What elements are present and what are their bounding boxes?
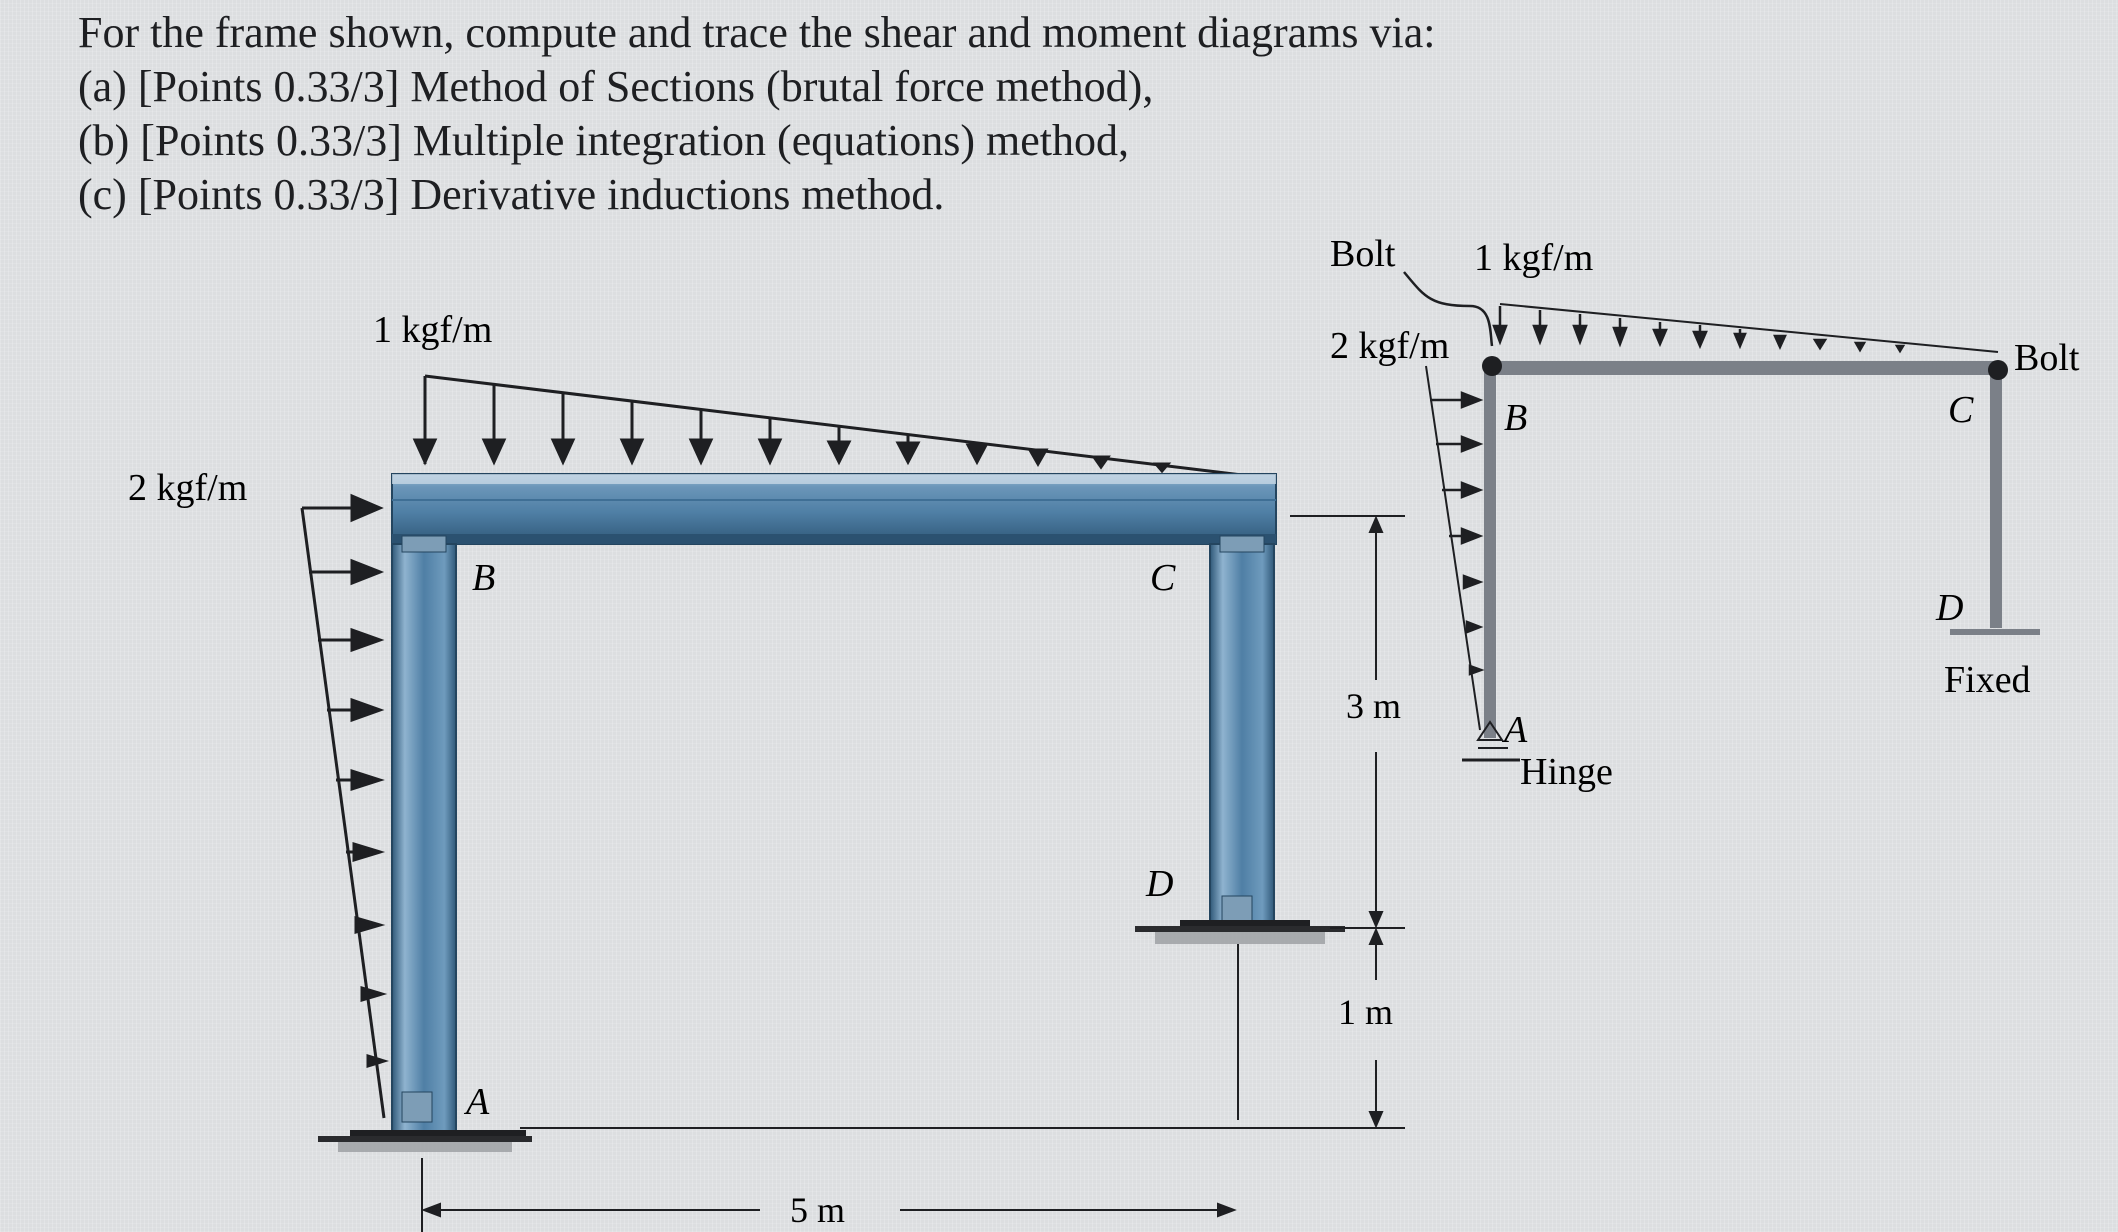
- fixed-label: Fixed: [1944, 659, 2031, 701]
- schematic-top-load-label: 1 kgf/m: [1474, 237, 1593, 279]
- side-distributed-load: 2 kgf/m: [128, 467, 390, 1119]
- frame-schematic: 1 kgf/m Bolt 2 kgf/m: [1330, 233, 2080, 793]
- dim-3m-label: 3 m: [1346, 686, 1401, 726]
- bolt-joint-c: [1988, 360, 2008, 380]
- top-distributed-load: 1 kgf/m: [373, 309, 1243, 477]
- bolt-joint-b: [1482, 356, 1502, 376]
- hinge-label: Hinge: [1520, 751, 1613, 793]
- bolt-label-left: Bolt: [1330, 233, 1396, 275]
- frame-column-cd: [1209, 535, 1275, 925]
- frame-beam-bc: [391, 473, 1277, 545]
- frame-3d: 1 kgf/m: [128, 309, 1405, 1232]
- support-d: [1135, 920, 1345, 944]
- support-a: [318, 1130, 532, 1152]
- schematic-point-c: C: [1948, 389, 1974, 431]
- schematic-point-a: A: [1501, 709, 1528, 751]
- point-b-label: B: [472, 557, 495, 599]
- problem-item-a: (a) [Points 0.33/3] Method of Sections (…: [78, 62, 1154, 111]
- problem-statement: For the frame shown, compute and trace t…: [78, 6, 1578, 222]
- schematic-side-load: 2 kgf/m: [1330, 325, 1485, 731]
- point-c-label: C: [1150, 557, 1176, 599]
- schematic-point-b: B: [1504, 397, 1527, 439]
- side-load-label: 2 kgf/m: [128, 467, 247, 509]
- dimension-lines: [421, 515, 1405, 1232]
- bolt-label-right: Bolt: [2014, 337, 2080, 379]
- schematic-top-load: 1 kgf/m: [1474, 237, 1999, 354]
- point-a-label: A: [463, 1081, 490, 1123]
- bolt-leader-line: [1403, 271, 1494, 347]
- schematic-point-d: D: [1935, 587, 1963, 629]
- point-d-label: D: [1145, 863, 1173, 905]
- hinge-support-a: [1462, 720, 1520, 762]
- frame-column-ab: [391, 535, 457, 1133]
- top-load-label: 1 kgf/m: [373, 309, 492, 351]
- problem-item-b: (b) [Points 0.33/3] Multiple integration…: [78, 116, 1129, 165]
- problem-item-c: (c) [Points 0.33/3] Derivative induction…: [78, 170, 945, 219]
- schematic-side-load-label: 2 kgf/m: [1330, 325, 1449, 367]
- dim-1m-label: 1 m: [1338, 992, 1393, 1032]
- dim-5m-label: 5 m: [790, 1190, 845, 1230]
- problem-prompt: For the frame shown, compute and trace t…: [78, 8, 1436, 57]
